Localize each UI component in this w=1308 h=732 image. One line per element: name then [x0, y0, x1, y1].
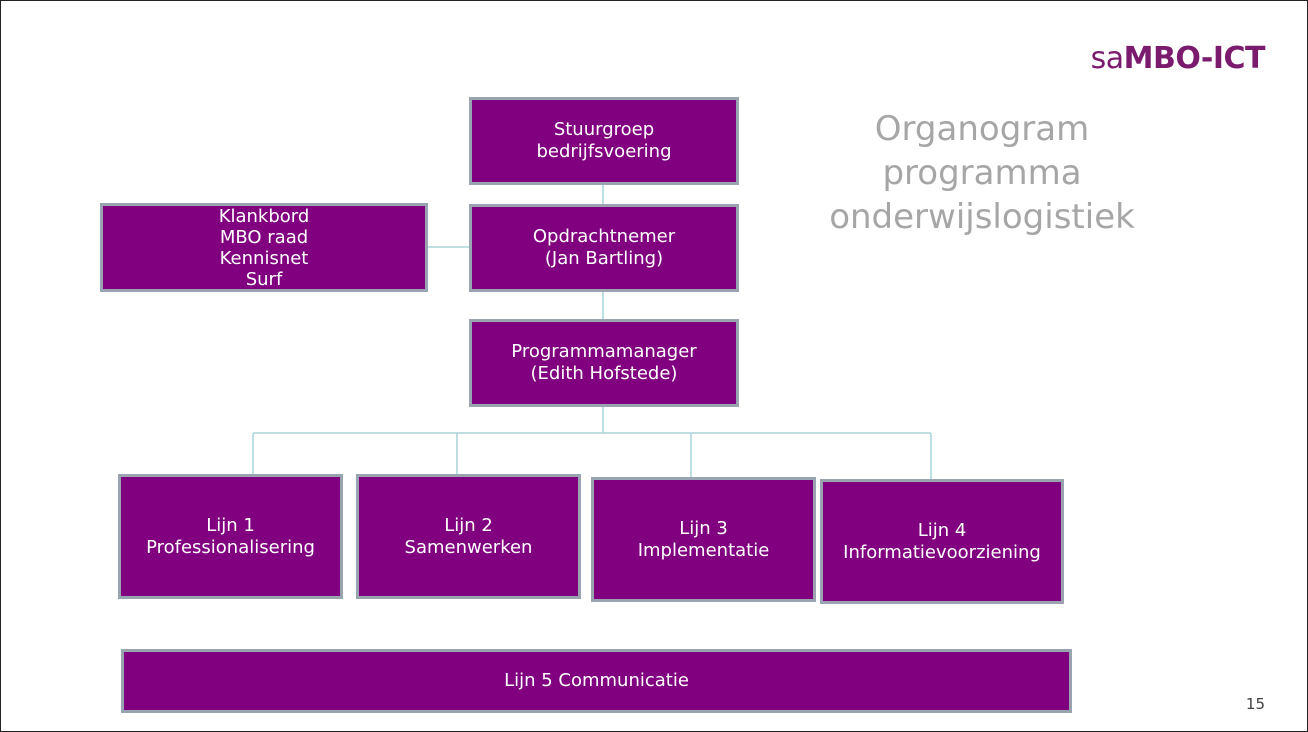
box-lijn1: Lijn 1 Professionalisering — [118, 474, 343, 599]
lijn3-line-2: Implementatie — [637, 539, 770, 561]
lijn1-line-2: Professionalisering — [146, 536, 315, 558]
lijn1-line-1: Lijn 1 — [206, 514, 255, 536]
lijn5-line-1: Lijn 5 Communicatie — [504, 670, 689, 691]
title-line-1: Organogram — [874, 109, 1090, 149]
lijn4-line-1: Lijn 4 — [917, 519, 967, 541]
box-lijn3: Lijn 3 Implementatie — [591, 477, 816, 602]
box-stuurgroep: Stuurgroep bedrijfsvoering — [469, 97, 739, 185]
opdrachtnemer-line-1: Opdrachtnemer — [532, 226, 676, 247]
klankbord-line-1: Klankbord — [218, 205, 310, 227]
title-line-3: onderwijslogistiek — [829, 197, 1135, 237]
logo-main: MBO-ICT — [1123, 41, 1266, 76]
klankbord-line-2: MBO raad — [219, 226, 309, 248]
opdrachtnemer-line-2: (Jan Bartling) — [544, 248, 664, 269]
programmamanager-line-1: Programmamanager — [511, 341, 697, 362]
lijn3-line-1: Lijn 3 — [679, 517, 728, 539]
box-opdrachtnemer: Opdrachtnemer (Jan Bartling) — [469, 204, 739, 292]
box-lijn5: Lijn 5 Communicatie — [121, 649, 1072, 713]
programmamanager-line-2: (Edith Hofstede) — [530, 363, 678, 384]
box-programmamanager: Programmamanager (Edith Hofstede) — [469, 319, 739, 407]
sambo-ict-logo: saMBO-ICT — [1090, 41, 1266, 76]
lijn2-line-2: Samenwerken — [404, 536, 533, 558]
klankbord-line-3: Kennisnet — [219, 247, 309, 269]
box-klankbord: Klankbord MBO raad Kennisnet Surf — [100, 203, 428, 292]
page-number: 15 — [1245, 695, 1265, 713]
box-lijn2: Lijn 2 Samenwerken — [356, 474, 581, 599]
stuurgroep-line-1: Stuurgroep — [553, 119, 655, 140]
title-line-2: programma — [882, 153, 1082, 193]
klankbord-line-4: Surf — [245, 268, 283, 290]
slide-title: Organogram programma onderwijslogistiek — [801, 107, 1163, 239]
box-lijn4: Lijn 4 Informatievoorziening — [820, 479, 1064, 604]
stuurgroep-line-2: bedrijfsvoering — [536, 141, 672, 162]
lijn2-line-1: Lijn 2 — [444, 514, 493, 536]
logo-prefix: sa — [1090, 41, 1125, 76]
lijn4-line-2: Informatievoorziening — [843, 541, 1041, 563]
